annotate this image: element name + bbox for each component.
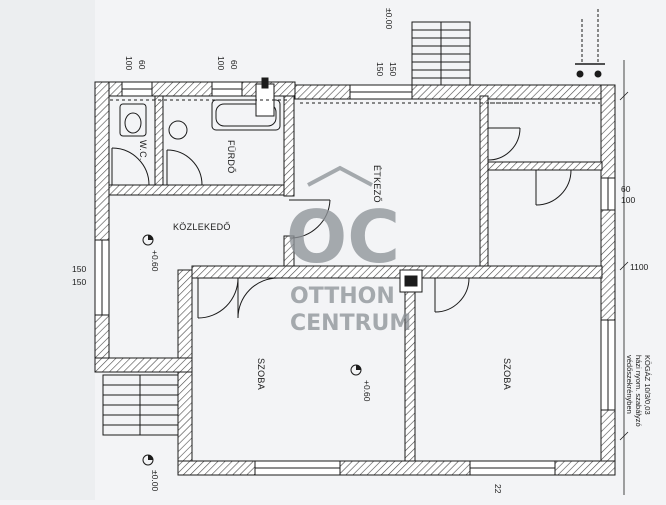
dim-furdo-window-bottom: 100 [216,56,226,70]
dim-etkezo-window-bottom: 150 [375,62,385,76]
dim-right-wall: 1100 [630,262,649,272]
dim-wc-window-bottom: 100 [124,56,134,70]
room-label-szoba-right: SZOBA [502,358,512,390]
room-label-szoba-left: SZOBA [256,358,266,390]
room-label-wc: W.C. [138,140,148,161]
gas-note-line2: házi nyom. szabályzó [634,355,643,427]
room-label-kozlekedo: KÖZLEKEDŐ [173,222,231,232]
dim-right-window-bottom: 100 [621,195,635,205]
dim-bottom-right: 22 [493,484,503,494]
fixtures [110,8,605,293]
level-kozlekedo: +0.60 [150,250,160,272]
gas-note-line1: KÖGÁZ 10/3/0,03 [643,355,652,415]
room-label-etkezo: ÉTKEZŐ [372,165,382,203]
right-dimension-line [619,60,629,495]
dim-right-window-top: 60 [621,184,631,194]
level-bottom: ±0.00 [150,470,160,491]
level-top: ±0.00 [384,8,394,29]
dim-etkezo-window-top: 150 [388,62,398,76]
level-markers [142,234,362,466]
dim-left-window-top: 150 [72,264,86,274]
windows [94,81,616,476]
interior-walls [108,95,603,462]
gas-note-line3: védőszekrényben [625,355,634,414]
room-label-furdo: FÜRDŐ [226,140,236,174]
dim-furdo-window-top: 60 [229,60,239,70]
otthon-centrum-watermark: OC OTTHON CENTRUM [286,165,411,336]
dim-wc-window-top: 60 [137,60,147,70]
level-szoba: +0.60 [362,380,372,402]
watermark-line2: CENTRUM [290,311,411,336]
watermark-line1: OTTHON [290,284,395,309]
dim-left-window-bottom: 150 [72,277,86,287]
doors [111,127,572,319]
watermark-logo: OC [286,195,400,279]
